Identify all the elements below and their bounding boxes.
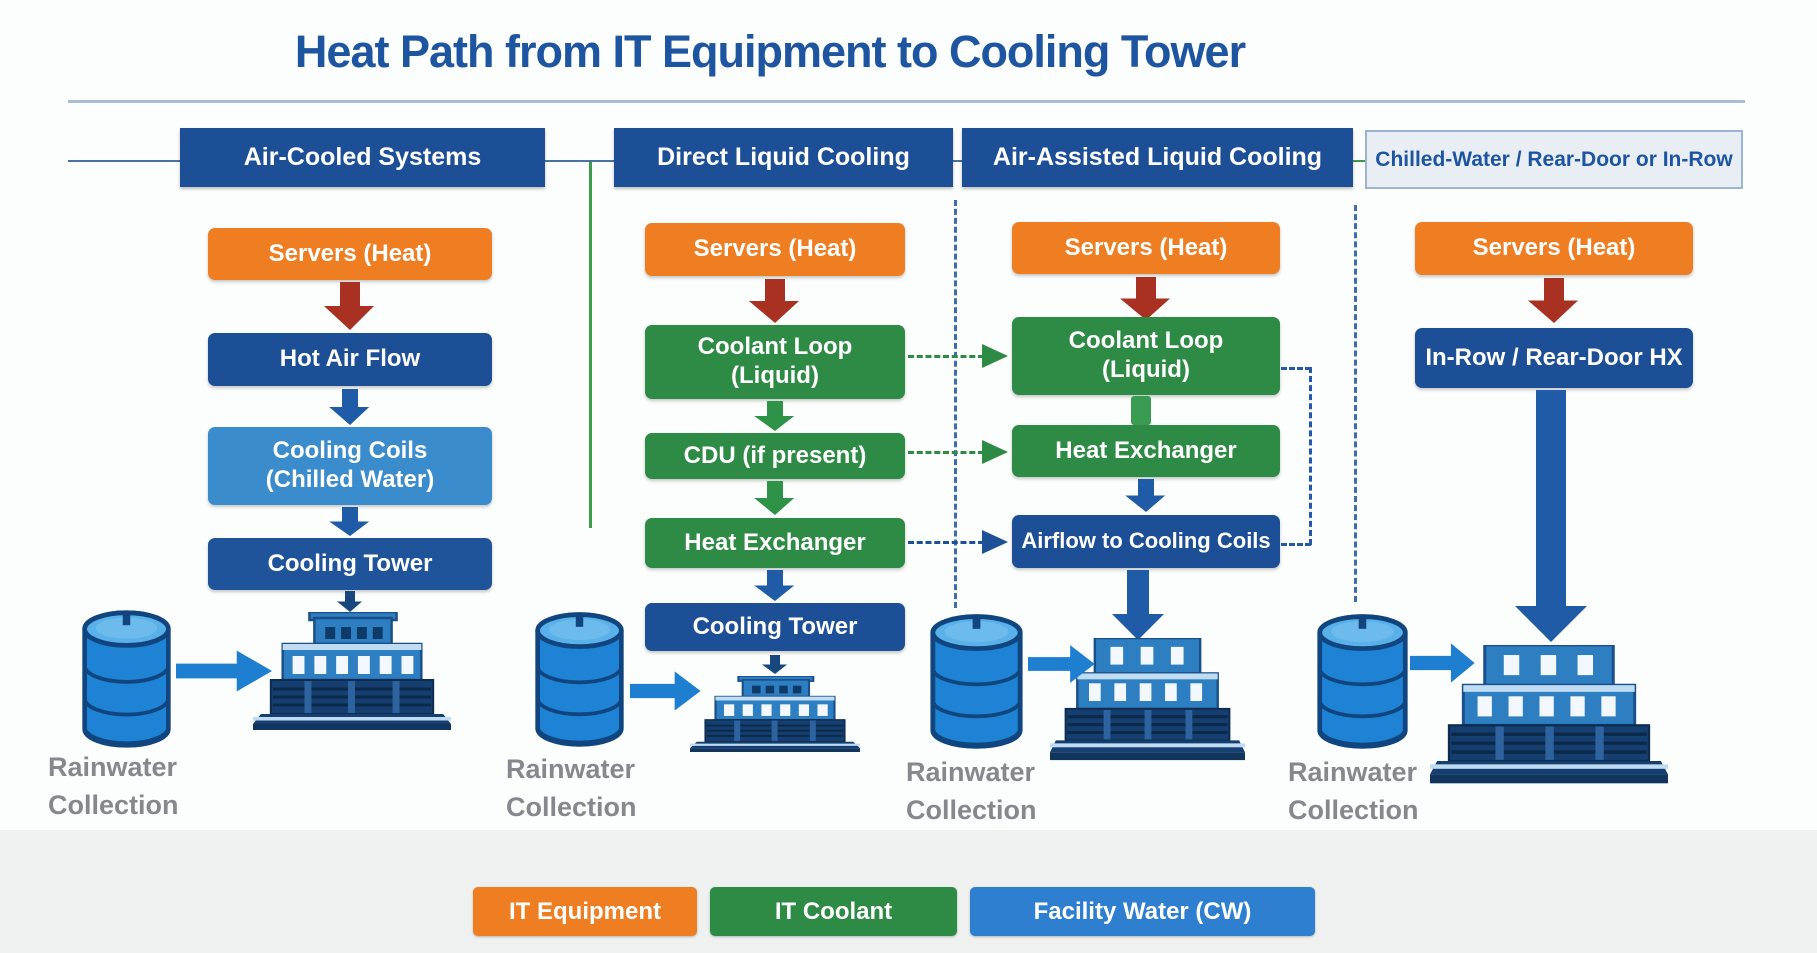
column-separator-dashed-1 (954, 200, 957, 608)
box-coolant-loop-3: Coolant Loop (Liquid) (1012, 317, 1280, 395)
heat-arrow-icon (1528, 278, 1578, 323)
cooling-tower-icon (253, 612, 451, 730)
dashed-coolant-line (908, 355, 984, 358)
small-down-arrow-icon (337, 591, 362, 612)
rainwater-barrel-icon (928, 610, 1025, 753)
box-inrow-rear-door-hx: In-Row / Rear-Door HX (1415, 328, 1693, 388)
rainwater-label: Rainwater Collection (48, 752, 179, 821)
box-airflow-cooling-coils: Airflow to Cooling Coils (1012, 515, 1280, 568)
box-heat-exchanger-2: Heat Exchanger (645, 518, 905, 568)
box-coolant-loop-2: Coolant Loop (Liquid) (645, 325, 905, 399)
rainwater-barrel-icon (80, 606, 173, 752)
box-heat-exchanger-3: Heat Exchanger (1012, 425, 1280, 477)
legend-item-it-equipment: IT Equipment (473, 887, 697, 936)
dashed-loop-bottom (1281, 543, 1311, 546)
dashed-loop-top (1281, 367, 1311, 370)
header-air-assisted-liquid-cooling: Air-Assisted Liquid Cooling (962, 128, 1353, 187)
down-arrow-icon (1125, 479, 1166, 512)
box-hot-air-flow: Hot Air Flow (208, 333, 492, 386)
connector-line-mid-1 (545, 160, 614, 162)
box-servers-1: Servers (Heat) (208, 228, 492, 280)
cooling-tower-icon (690, 676, 860, 752)
legend-item-it-coolant: IT Coolant (710, 887, 957, 936)
dashed-coolant-arrowhead-icon (982, 344, 1008, 368)
box-cooling-tower-1: Cooling Tower (208, 538, 492, 590)
box-cdu: CDU (if present) (645, 433, 905, 479)
water-arrow-icon (1028, 645, 1095, 683)
column-separator-green-line (589, 162, 592, 528)
rainwater-barrel-icon (533, 608, 626, 751)
coolant-arrow-icon (754, 401, 795, 431)
water-arrow-icon (630, 671, 701, 711)
header-direct-liquid-cooling: Direct Liquid Cooling (614, 128, 953, 187)
down-arrow-icon (329, 507, 370, 536)
down-arrow-icon (754, 570, 795, 601)
box-servers-2: Servers (Heat) (645, 223, 905, 276)
box-servers-3: Servers (Heat) (1012, 222, 1280, 274)
legend-item-facility-water: Facility Water (CW) (970, 887, 1315, 936)
box-cooling-tower-2: Cooling Tower (645, 603, 905, 651)
heat-arrow-icon (1120, 277, 1170, 320)
rainwater-label: Rainwater Collection (1288, 757, 1419, 826)
coolant-connector (1131, 396, 1151, 425)
coolant-arrow-icon (754, 481, 795, 515)
dashed-cdu-hx-line (908, 451, 984, 454)
box-cooling-coils: Cooling Coils (Chilled Water) (208, 427, 492, 505)
rainwater-barrel-icon (1315, 610, 1410, 753)
heat-arrow-icon (749, 279, 799, 323)
big-down-arrow-icon (1112, 570, 1164, 640)
box-servers-4: Servers (Heat) (1415, 222, 1693, 275)
rainwater-label: Rainwater Collection (506, 754, 637, 823)
connector-line-mid-2 (953, 160, 962, 162)
big-down-arrow-icon (1515, 390, 1587, 642)
connector-line-right-green (1353, 160, 1365, 162)
dashed-cdu-hx-arrowhead-icon (982, 440, 1008, 464)
dashed-hx-airflow-arrowhead-icon (982, 530, 1008, 554)
connector-line-left (68, 160, 180, 162)
column-separator-dashed-2 (1354, 205, 1357, 602)
small-down-arrow-icon (762, 655, 787, 674)
rainwater-label: Rainwater Collection (906, 757, 1037, 826)
header-air-cooled-systems: Air-Cooled Systems (180, 128, 545, 187)
dashed-loop-right (1309, 367, 1312, 545)
heat-arrow-icon (324, 282, 374, 330)
title-underline (68, 100, 1745, 103)
page-title: Heat Path from IT Equipment to Cooling T… (294, 26, 1246, 77)
down-arrow-icon (329, 389, 370, 425)
dashed-hx-airflow-line (908, 541, 984, 544)
water-arrow-icon (176, 650, 273, 692)
water-arrow-icon (1410, 643, 1475, 683)
header-chilled-water-rear-door: Chilled-Water / Rear-Door or In-Row (1365, 130, 1743, 189)
